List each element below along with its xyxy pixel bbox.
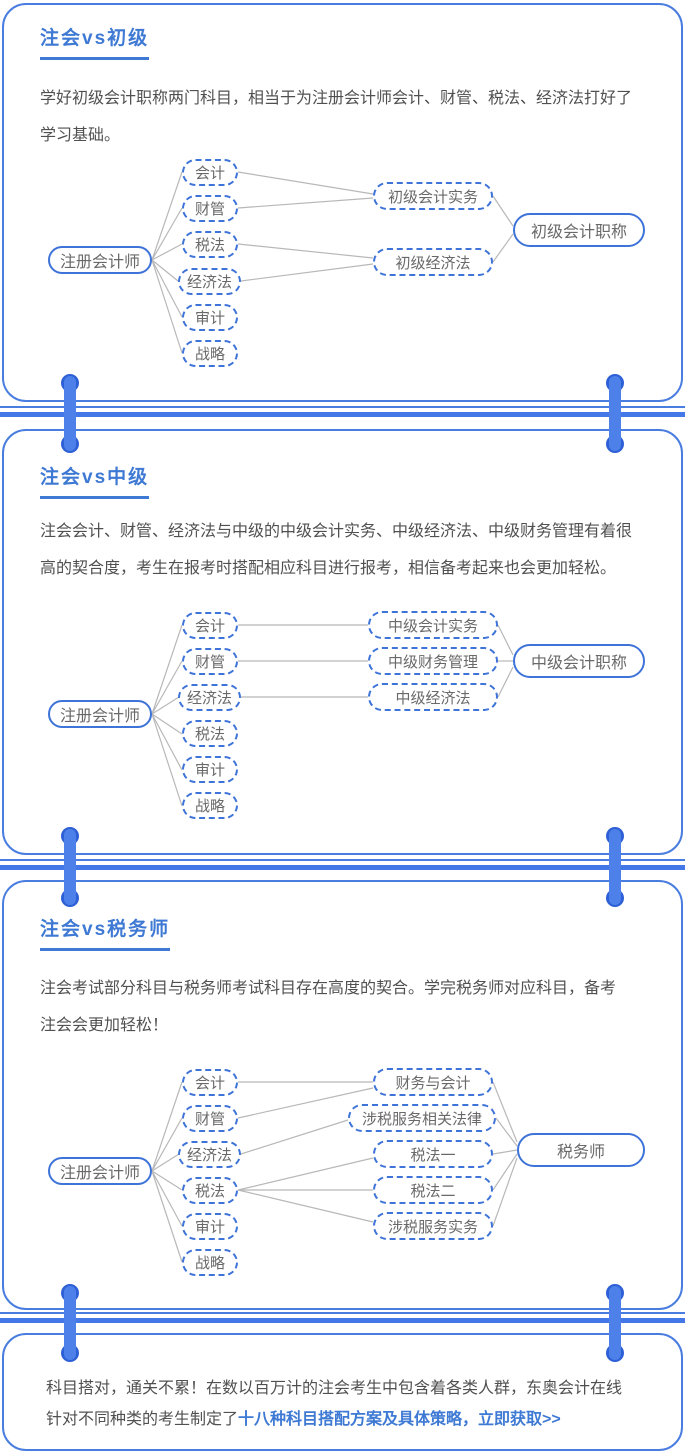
node-cpa-subject: 经济法 [178,268,241,295]
section-paragraph: 注会考试部分科目与税务师考试科目存在高度的契合。学完税务师对应科目，备考 注会会… [40,970,660,1044]
card-cpa-vs-junior [2,3,683,402]
connector-lines [151,624,514,807]
paragraph-line: 注会会计、财管、经济法与中级的中级会计实务、中级经济法、中级财务管理有着很 [40,523,633,540]
node-target-cert: 税务师 [517,1133,645,1167]
binder-pin-icon [606,1284,624,1362]
section-title-cpa-vs-junior: 注会vs初级 [40,28,150,60]
node-cpa-subject: 审计 [182,304,238,331]
node-cpa-subject: 会计 [182,1069,238,1096]
node-cpa-subject: 战略 [182,1249,238,1276]
node-bridge-subject: 税法一 [373,1140,493,1168]
binder-pin-icon [606,374,624,453]
card-footer [2,1333,683,1451]
node-cpa-subject: 审计 [182,1213,238,1240]
page-divider-line [0,1312,685,1314]
node-bridge-subject: 中级经济法 [368,683,498,711]
node-cpa-subject: 税法 [182,231,238,258]
subject-plan-link[interactable]: 十八种科目搭配方案及具体策略，立即获取>> [238,1411,561,1428]
binder-pin-icon [61,1284,79,1362]
node-cpa-subject: 战略 [182,792,238,819]
node-root-cpa: 注册会计师 [48,246,152,274]
node-cpa-subject: 会计 [182,159,238,186]
node-cpa-subject: 经济法 [178,684,241,711]
binder-pin-icon [61,827,79,907]
section-title-cpa-vs-intermediate: 注会vs中级 [40,467,150,499]
footer-paragraph: 科目搭对，通关不累！在数以百万计的注会考生中包含着各类人群，东奥会计在线 针对不… [46,1373,656,1435]
page-divider-bar [0,1318,685,1323]
node-bridge-subject: 税法二 [373,1176,493,1204]
node-target-cert: 中级会计职称 [513,644,645,678]
binder-pin-icon [61,374,79,453]
node-cpa-subject: 财管 [182,648,238,675]
node-cpa-subject: 经济法 [178,1141,241,1168]
node-cpa-subject: 战略 [182,340,238,367]
footer-line: 针对不同种类的考生制定了十八种科目搭配方案及具体策略，立即获取>> [46,1404,656,1435]
node-bridge-subject: 涉税服务实务 [373,1212,493,1240]
paragraph-line: 注会会更加轻松！ [40,1017,169,1034]
binder-pin-icon [606,827,624,907]
node-root-cpa: 注册会计师 [48,1157,152,1185]
section-paragraph: 注会会计、财管、经济法与中级的中级会计实务、中级经济法、中级财务管理有着很 高的… [40,513,660,587]
page-divider-line [0,859,685,861]
page-divider-line [0,406,685,408]
card-cpa-vs-intermediate [2,429,683,855]
section-title-cpa-vs-tax-agent: 注会vs税务师 [40,919,171,951]
page-divider-bar [0,412,685,417]
node-bridge-subject: 财务与会计 [373,1068,493,1096]
paragraph-line: 学好初级会计职称两门科目，相当于为注册会计师会计、财管、税法、经济法打好了 [40,90,633,107]
node-cpa-subject: 税法 [182,1177,238,1204]
section-paragraph: 学好初级会计职称两门科目，相当于为注册会计师会计、财管、税法、经济法打好了 学习… [40,80,660,154]
page-divider-bar [0,865,685,870]
node-bridge-subject: 涉税服务相关法律 [348,1104,496,1132]
node-cpa-subject: 审计 [182,756,238,783]
node-bridge-subject: 中级会计实务 [368,611,498,639]
connector-lines [151,171,514,354]
node-bridge-subject: 中级财务管理 [368,647,498,675]
connector-lines [151,1081,518,1263]
node-root-cpa: 注册会计师 [48,700,152,728]
node-cpa-subject: 会计 [182,612,238,639]
node-cpa-subject: 财管 [182,1105,238,1132]
paragraph-line: 学习基础。 [40,127,121,144]
node-target-cert: 初级会计职称 [513,213,645,247]
footer-line2-prefix: 针对不同种类的考生制定了 [46,1411,239,1428]
node-cpa-subject: 税法 [182,720,238,747]
node-bridge-subject: 初级会计实务 [373,182,493,210]
footer-line: 科目搭对，通关不累！在数以百万计的注会考生中包含着各类人群，东奥会计在线 [46,1380,623,1397]
paragraph-line: 注会考试部分科目与税务师考试科目存在高度的契合。学完税务师对应科目，备考 [40,980,617,997]
paragraph-line: 高的契合度，考生在报考时搭配相应科目进行报考，相信备考起来也会更加轻松。 [40,560,617,577]
node-bridge-subject: 初级经济法 [373,248,493,276]
node-cpa-subject: 财管 [182,195,238,222]
